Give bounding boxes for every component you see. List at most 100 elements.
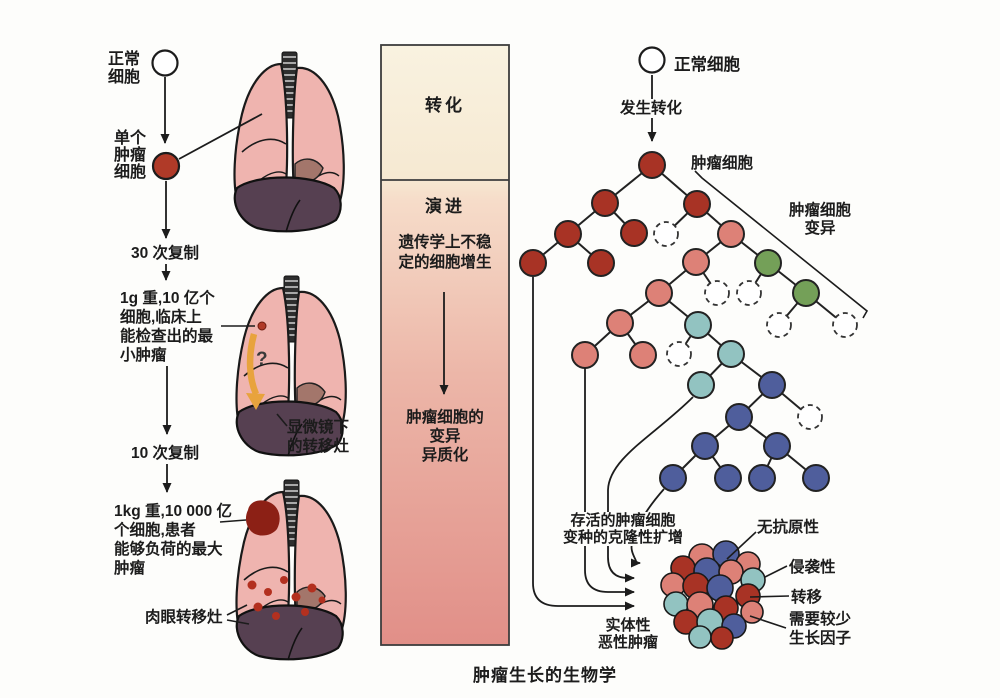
tumor-mass-cell-salmon bbox=[740, 600, 764, 624]
solid-tumor-label: 实体性 恶性肿瘤 bbox=[591, 617, 665, 651]
tumor-mass bbox=[660, 540, 766, 650]
cell-node-dark_red bbox=[638, 151, 666, 179]
micro-metastasis-label: 显微镜下 的转移灶 bbox=[287, 418, 367, 456]
hetero-line3: 异质化 bbox=[421, 447, 469, 464]
single-tumor-cell-label: 单个 肿瘤 细胞 bbox=[114, 130, 154, 181]
pointer-no-antigen bbox=[726, 531, 757, 560]
small-tumor-dot bbox=[257, 321, 267, 331]
normal-cell-circle bbox=[151, 49, 179, 77]
tree-normal-cell-label: 正常细胞 bbox=[674, 56, 740, 74]
cell-node-dashed bbox=[666, 341, 692, 367]
stage1kg-line2: 个细胞,患者 bbox=[114, 522, 196, 539]
lung-illustration-top bbox=[233, 50, 345, 234]
cell-node-teal bbox=[717, 340, 745, 368]
pointer-1kg-to-blob bbox=[219, 519, 247, 523]
cell-node-blue bbox=[691, 432, 719, 460]
pointer-metastasis bbox=[749, 595, 790, 598]
cell-node-salmon bbox=[571, 341, 599, 369]
transformation-column bbox=[380, 44, 510, 646]
cell-node-blue bbox=[758, 371, 786, 399]
cell-node-salmon bbox=[645, 279, 673, 307]
cell-node-dark_red bbox=[519, 249, 547, 277]
stage1g-line4: 小肿瘤 bbox=[120, 347, 167, 364]
solid-line1: 实体性 bbox=[605, 617, 651, 634]
trait-pointers bbox=[726, 531, 790, 629]
large-tumor-blob bbox=[245, 500, 280, 536]
tree-tumor-cell-label: 肿瘤细胞 bbox=[691, 155, 754, 172]
pointer-invasive bbox=[764, 565, 788, 578]
stage1g-line1: 1g 重,10 亿个 bbox=[120, 290, 215, 307]
cell-node-dark_red bbox=[683, 190, 711, 218]
normal-cell-line1: 正常 bbox=[108, 51, 141, 68]
stage-1kg-label: 1kg 重,10 000 亿 个细胞,患者 能够负荷的最大 肿瘤 bbox=[114, 502, 238, 578]
orange-spread-arrowhead bbox=[246, 393, 265, 410]
column-transformation-label: 转化 bbox=[425, 96, 465, 115]
tumor-mass-cell-dark_red bbox=[710, 626, 734, 650]
stage1g-line2: 细胞,临床上 bbox=[120, 309, 202, 326]
normal-cell-label: 正常 细胞 bbox=[108, 51, 148, 87]
cell-node-blue bbox=[725, 403, 753, 431]
column-progression-label: 演进 bbox=[425, 197, 465, 216]
cell-node-dashed bbox=[832, 312, 858, 338]
cell-node-dark_red bbox=[587, 249, 615, 277]
trait-metastasis-label: 转移 bbox=[791, 589, 823, 606]
diagram-caption: 肿瘤生长的生物学 bbox=[473, 666, 617, 685]
tumor-mass-cell-teal bbox=[688, 625, 712, 649]
cell-node-dark_red bbox=[591, 189, 619, 217]
stage1kg-line4: 肿瘤 bbox=[114, 560, 146, 577]
cell-node-salmon bbox=[682, 248, 710, 276]
single-tumor-cell-circle bbox=[151, 151, 181, 181]
orange-spread-arrow bbox=[246, 333, 260, 396]
solid-line2: 恶性肿瘤 bbox=[597, 634, 658, 651]
pointer-growth-factor bbox=[749, 615, 787, 629]
variation-bracket bbox=[694, 170, 869, 319]
lineage-tree-nodes bbox=[519, 151, 858, 492]
trait-invasive-label: 侵袭性 bbox=[789, 559, 836, 576]
stc-line2: 肿瘤 bbox=[114, 147, 147, 164]
variation-line2: 变异 bbox=[804, 220, 836, 237]
column-unstable-label: 遗传学上不稳 定的细胞增生 bbox=[383, 233, 507, 273]
cell-node-dark_red bbox=[620, 219, 648, 247]
replications-10-label: 10 次复制 bbox=[131, 444, 200, 463]
stage1kg-line3: 能够负荷的最大 bbox=[114, 541, 223, 558]
pointer-micro-met bbox=[276, 413, 288, 427]
cell-node-dashed bbox=[766, 312, 792, 338]
hetero-line2: 变异 bbox=[429, 428, 461, 445]
stc-line3: 细胞 bbox=[114, 164, 147, 181]
clonal-expansion-lines bbox=[532, 277, 694, 611]
cell-node-dashed bbox=[736, 280, 762, 306]
normal-cell-line2: 细胞 bbox=[108, 69, 141, 86]
stage1kg-line1: 1kg 重,10 000 亿 bbox=[114, 503, 233, 520]
cell-node-dashed bbox=[797, 404, 823, 430]
survive-line1: 存活的肿瘤细胞 bbox=[570, 512, 676, 529]
cell-node-salmon bbox=[629, 341, 657, 369]
stc-line1: 单个 bbox=[114, 130, 147, 147]
cell-node-dashed bbox=[704, 280, 730, 306]
survive-label: 存活的肿瘤细胞 变种的克隆性扩增 bbox=[556, 512, 690, 546]
tree-transformation-label: 发生转化 bbox=[620, 99, 683, 118]
tree-variation-label: 肿瘤细胞 变异 bbox=[781, 202, 859, 238]
micromet-line2: 的转移灶 bbox=[287, 438, 350, 455]
cell-node-green bbox=[792, 279, 820, 307]
micromet-line1: 显微镜下 bbox=[287, 419, 350, 436]
hetero-line1: 肿瘤细胞的 bbox=[406, 409, 484, 426]
left-flow bbox=[151, 49, 181, 493]
pointer-tumorcell-to-lung bbox=[178, 113, 263, 160]
gf-line2: 生长因子 bbox=[789, 630, 852, 647]
cell-node-blue bbox=[748, 464, 776, 492]
gross-metastasis-label: 肉眼转移灶 bbox=[145, 609, 223, 626]
unstable-line2: 定的细胞增生 bbox=[398, 254, 492, 271]
stage-1g-label: 1g 重,10 亿个 细胞,临床上 能检查出的最 小肿瘤 bbox=[120, 289, 238, 365]
cell-node-salmon bbox=[717, 220, 745, 248]
cell-node-green bbox=[754, 249, 782, 277]
cell-node-blue bbox=[659, 464, 687, 492]
gross-metastasis-spots bbox=[247, 576, 326, 620]
stage1g-line3: 能检查出的最 bbox=[120, 328, 214, 345]
pointer-gross-met-1 bbox=[226, 604, 248, 616]
cell-node-salmon bbox=[606, 309, 634, 337]
cell-node-blue bbox=[802, 464, 830, 492]
cell-node-dashed bbox=[653, 221, 679, 247]
cell-node-blue bbox=[714, 464, 742, 492]
